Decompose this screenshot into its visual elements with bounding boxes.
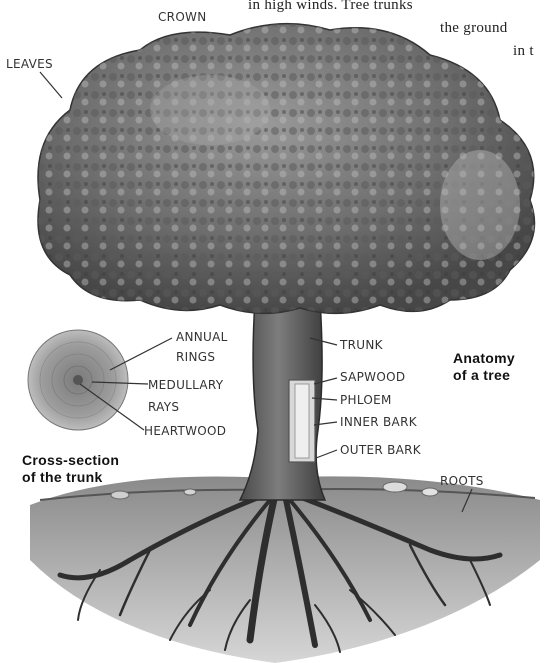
header-text-line-3: in t	[513, 43, 534, 60]
label-outer-bark: OUTER BARK	[340, 443, 421, 457]
title-cross-section: Cross-section of the trunk	[22, 452, 119, 486]
label-roots: ROOTS	[440, 474, 484, 488]
label-annual-rings-line2: RINGS	[176, 350, 215, 364]
label-sapwood: SAPWOOD	[340, 370, 405, 384]
title-cross-section-line2: of the trunk	[22, 469, 119, 486]
cross-section-disc	[28, 330, 128, 430]
label-crown: CROWN	[158, 10, 207, 24]
title-anatomy-line2: of a tree	[453, 367, 515, 384]
label-medullary-rays-line2: RAYS	[148, 400, 179, 414]
label-phloem: PHLOEM	[340, 393, 392, 407]
title-anatomy: Anatomy of a tree	[453, 350, 515, 384]
label-medullary-rays-line1: MEDULLARY	[148, 378, 223, 392]
crown-canopy	[38, 24, 535, 314]
label-trunk: TRUNK	[340, 338, 383, 352]
header-text-line-1: in high winds. Tree trunks	[248, 0, 413, 14]
label-heartwood: HEARTWOOD	[144, 424, 226, 438]
label-annual-rings-line1: ANNUAL	[176, 330, 228, 344]
header-text-line-2: the ground	[440, 20, 508, 37]
title-anatomy-line1: Anatomy	[453, 350, 515, 367]
label-leaves: LEAVES	[6, 57, 53, 71]
title-cross-section-line1: Cross-section	[22, 452, 119, 469]
label-inner-bark: INNER BARK	[340, 415, 417, 429]
